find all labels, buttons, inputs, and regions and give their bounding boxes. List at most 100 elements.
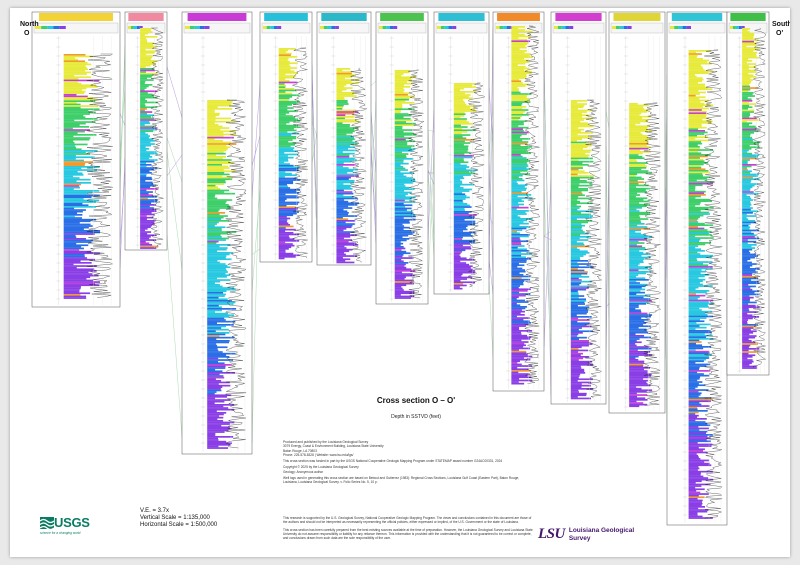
sand-interval bbox=[394, 132, 414, 135]
sand-interval bbox=[207, 380, 222, 382]
sand-interval bbox=[688, 432, 706, 435]
geology-credit: Geology: Anonymous author bbox=[283, 469, 324, 474]
sand-interval bbox=[742, 236, 755, 238]
sand-interval bbox=[688, 357, 710, 359]
well-log-panel bbox=[666, 11, 728, 526]
sand-interval bbox=[207, 218, 222, 221]
sand-interval bbox=[207, 381, 230, 384]
sand-interval bbox=[688, 309, 702, 311]
sand-interval bbox=[336, 184, 352, 187]
sand-interval bbox=[742, 117, 758, 120]
sand-interval bbox=[336, 200, 349, 203]
sand-interval bbox=[688, 397, 712, 399]
sand-interval bbox=[511, 250, 530, 252]
sand-interval bbox=[570, 333, 579, 336]
sand-interval bbox=[688, 149, 713, 151]
sand-interval bbox=[63, 159, 84, 162]
sand-interval bbox=[207, 418, 218, 421]
sand-interval bbox=[278, 225, 294, 228]
sand-interval bbox=[511, 48, 520, 51]
sand-interval bbox=[688, 442, 698, 444]
sand-interval bbox=[570, 268, 578, 270]
sand-interval bbox=[207, 223, 217, 225]
sand-interval bbox=[629, 309, 641, 312]
header-color-swatch bbox=[320, 26, 324, 29]
sand-interval bbox=[629, 399, 648, 401]
sand-interval bbox=[688, 358, 707, 361]
sand-interval bbox=[629, 181, 645, 184]
sand-interval bbox=[63, 204, 89, 207]
sand-interval bbox=[336, 82, 359, 85]
sand-interval bbox=[742, 319, 749, 321]
sand-interval bbox=[140, 32, 149, 35]
sand-interval bbox=[688, 403, 702, 406]
sand-interval bbox=[570, 319, 590, 321]
sand-interval bbox=[511, 336, 532, 339]
disclaimer-paragraph: This cross section has been carefully pr… bbox=[283, 527, 533, 541]
header-color-swatch bbox=[619, 26, 624, 29]
header-color-swatch bbox=[506, 26, 511, 29]
header-color-swatch bbox=[386, 26, 390, 29]
sand-interval bbox=[207, 244, 231, 246]
sand-interval bbox=[742, 28, 751, 30]
sand-interval bbox=[511, 293, 531, 295]
sand-interval bbox=[453, 211, 472, 213]
sand-interval bbox=[453, 260, 461, 263]
sand-interval bbox=[140, 152, 158, 155]
sand-interval bbox=[511, 54, 530, 57]
sand-interval bbox=[140, 36, 158, 38]
sand-interval bbox=[207, 357, 219, 360]
sand-interval bbox=[278, 104, 293, 106]
sand-interval bbox=[511, 227, 527, 230]
sand-interval bbox=[453, 100, 465, 103]
sand-interval bbox=[278, 129, 297, 132]
sand-interval bbox=[278, 177, 298, 180]
sand-interval bbox=[742, 277, 759, 280]
sand-interval bbox=[453, 252, 461, 255]
sand-interval bbox=[688, 210, 701, 212]
sand-interval bbox=[453, 286, 460, 288]
sand-interval bbox=[453, 137, 467, 140]
sand-interval bbox=[336, 168, 358, 171]
sand-interval bbox=[63, 214, 83, 216]
sand-interval bbox=[278, 144, 296, 146]
sand-interval bbox=[629, 394, 648, 396]
sand-interval bbox=[688, 230, 712, 233]
sand-interval bbox=[629, 122, 641, 124]
sand-interval bbox=[629, 341, 642, 344]
sand-interval bbox=[742, 263, 758, 265]
sand-interval bbox=[742, 40, 755, 43]
sand-interval bbox=[742, 188, 751, 190]
sand-interval bbox=[140, 106, 158, 109]
sand-interval bbox=[278, 60, 290, 63]
sand-interval bbox=[394, 241, 401, 243]
sand-interval bbox=[63, 250, 92, 253]
header-color-swatch bbox=[627, 26, 632, 29]
sand-interval bbox=[453, 268, 473, 271]
sand-interval bbox=[570, 308, 588, 310]
sand-interval bbox=[629, 160, 638, 163]
sand-interval bbox=[570, 223, 582, 225]
sand-interval bbox=[394, 223, 403, 226]
sand-interval bbox=[336, 234, 357, 237]
header-color-swatch bbox=[189, 26, 195, 29]
sand-interval bbox=[278, 222, 289, 225]
correlation-line bbox=[311, 98, 318, 241]
sand-interval bbox=[207, 314, 235, 317]
source-note: Well logs used in generating this cross … bbox=[283, 476, 520, 485]
resistivity-curve bbox=[467, 82, 485, 288]
sand-interval bbox=[63, 257, 88, 259]
sand-interval bbox=[336, 106, 343, 109]
sand-interval bbox=[278, 248, 289, 250]
sand-interval bbox=[688, 176, 711, 179]
header-color-swatch bbox=[561, 26, 566, 29]
sand-interval bbox=[511, 226, 530, 228]
sand-interval bbox=[63, 158, 76, 160]
usgs-tagline: science for a changing world bbox=[40, 531, 81, 535]
section-subtitle: Depth in SSTVD (feet) bbox=[391, 414, 441, 420]
sand-interval bbox=[742, 338, 749, 341]
sand-interval bbox=[453, 262, 467, 264]
sand-interval bbox=[688, 480, 702, 483]
sand-interval bbox=[742, 362, 752, 365]
correlation-line bbox=[370, 100, 377, 196]
